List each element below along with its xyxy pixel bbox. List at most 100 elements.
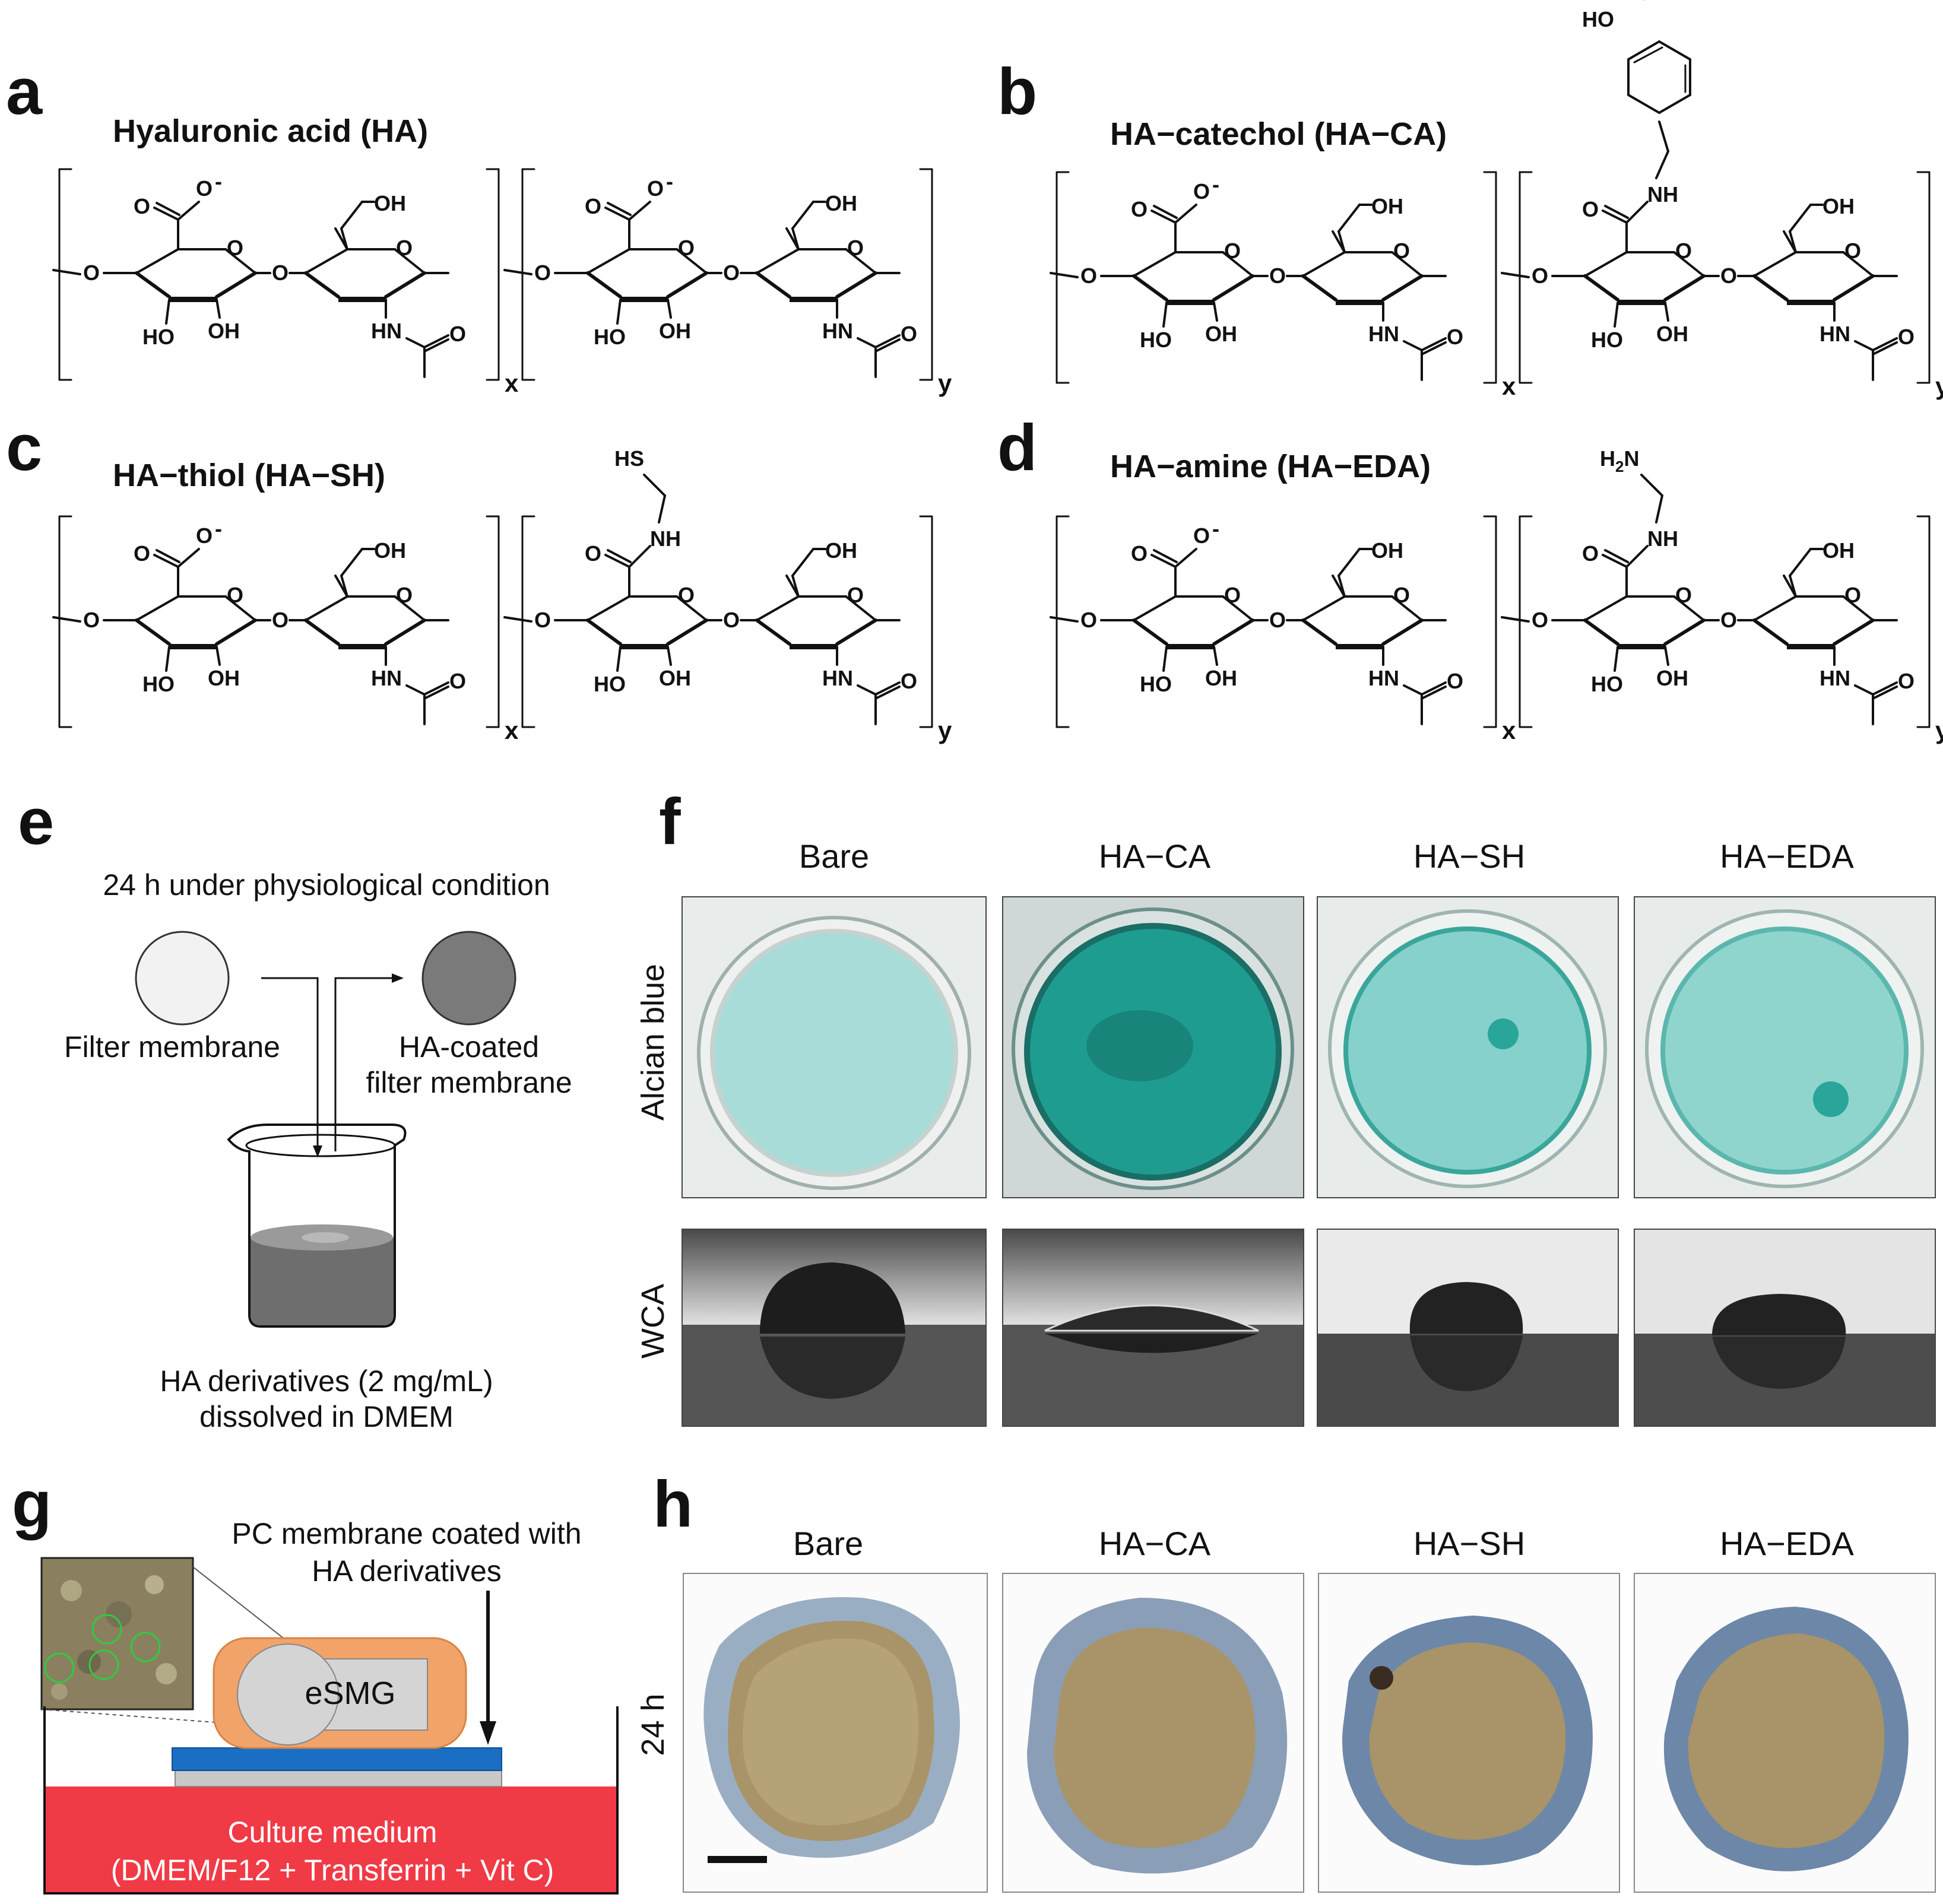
f-col-ha-sh: HA−SH	[1413, 837, 1526, 875]
chem-label: -	[215, 516, 222, 541]
chem-label: O	[901, 669, 917, 693]
title-ha-ca: HA−catechol (HA−CA)	[1110, 116, 1447, 152]
chem-label: O	[1393, 583, 1410, 607]
chem-label: HO	[142, 672, 175, 696]
chem-label: HN	[1368, 322, 1399, 346]
chem-label: HO	[1140, 672, 1172, 696]
chem-label: O	[196, 176, 213, 201]
e-bottom-label-2: dissolved in DMEM	[199, 1400, 454, 1433]
chem-label: -	[215, 169, 222, 193]
h-col-ha-ca: HA−CA	[1098, 1525, 1211, 1562]
g-pc-label-1: PC membrane coated with	[232, 1517, 582, 1550]
chem-label: O	[1532, 608, 1548, 632]
subscript-y: y	[938, 716, 952, 744]
culture-dish	[43, 1706, 619, 1895]
chem-label: O	[1447, 669, 1463, 693]
culture-medium	[46, 1786, 616, 1892]
chem-label: OH	[208, 666, 240, 690]
f-col-bare: Bare	[798, 837, 870, 875]
pc-membrane	[172, 1747, 502, 1771]
chem-label: OH	[1371, 194, 1403, 218]
chem-label: O	[272, 261, 289, 285]
panel-letter-g: g	[12, 1468, 52, 1541]
chem-label: O	[1532, 264, 1548, 288]
chem-label: HO	[594, 325, 626, 349]
chem-label: O	[1675, 583, 1692, 607]
chem-label: O	[585, 541, 601, 566]
chem-label: O	[678, 236, 695, 260]
chem-label: HO	[594, 672, 626, 696]
chem-label: O	[1224, 239, 1241, 263]
chem-label: OH	[1205, 666, 1237, 690]
g-diagram	[40, 1557, 619, 1895]
f-col-ha-eda: HA−EDA	[1720, 837, 1854, 875]
chem-label: O	[134, 194, 150, 218]
arrow-down-head	[313, 1145, 322, 1157]
chem-label: O	[1720, 608, 1737, 632]
chem-label: OH	[1371, 538, 1403, 563]
chem-label: NH	[1647, 182, 1678, 207]
chem-label: O	[678, 583, 695, 607]
chem-label: O	[83, 261, 100, 285]
chem-label: O	[449, 669, 466, 693]
chem-label: O	[134, 541, 150, 566]
chem-label: OH	[825, 191, 857, 215]
panel-letter-d: d	[997, 411, 1038, 484]
chem-label: HO	[1582, 7, 1614, 31]
g-medium-label-2: (DMEM/F12 + Transferrin + Vit C)	[110, 1854, 554, 1887]
h-tissue-bare	[683, 1573, 988, 1893]
chem-label: O	[83, 608, 100, 632]
beaker	[227, 1124, 407, 1328]
wca-bare	[682, 1229, 987, 1427]
e-coated-label-1: HA-coated	[398, 1030, 540, 1064]
chem-label: O	[227, 236, 243, 260]
chem-label: OH	[659, 666, 691, 690]
chem-label: O	[1224, 583, 1241, 607]
chem-label: O	[272, 608, 289, 632]
chem-label: O	[1720, 264, 1737, 288]
subscript-x: x	[505, 716, 519, 744]
chem-label: OH	[1656, 322, 1688, 346]
chem-label: O	[1447, 325, 1463, 349]
chem-label: O	[1269, 608, 1286, 632]
title-ha-eda: HA−amine (HA−EDA)	[1110, 449, 1431, 484]
title-ha: Hyaluronic acid (HA)	[113, 113, 429, 149]
chem-label: HS	[614, 446, 644, 471]
chem-label: OH	[1822, 194, 1855, 218]
chem-label: O	[1898, 669, 1915, 693]
e-bottom-label-1: HA derivatives (2 mg/mL)	[160, 1364, 493, 1398]
alcian-well-bare	[682, 896, 987, 1198]
chem-label: OH	[1635, 0, 1668, 5]
wca-ha-ca	[1002, 1229, 1304, 1427]
f-col-ha-ca: HA−CA	[1098, 837, 1211, 875]
chem-label: NH	[1647, 526, 1678, 551]
chem-label: O	[1131, 197, 1148, 221]
h-col-bare: Bare	[793, 1525, 864, 1562]
panel-letter-a: a	[6, 55, 43, 128]
chem-label: O	[1080, 264, 1097, 288]
e-diagram	[135, 931, 516, 1328]
chem-label: O	[534, 261, 551, 285]
title-ha-sh: HA−thiol (HA−SH)	[113, 458, 385, 493]
chem-label: HN	[371, 666, 402, 690]
wca-ha-eda	[1634, 1229, 1936, 1427]
chem-label: O	[1080, 608, 1097, 632]
subscript-x: x	[1502, 372, 1516, 400]
arrow-down	[261, 977, 319, 1151]
panel-letter-f: f	[659, 785, 681, 858]
h-row-24h: 24 h	[635, 1693, 671, 1756]
panel-letter-e: e	[18, 785, 55, 858]
e-top-text: 24 h under physiological condition	[103, 868, 550, 902]
chem-label: O	[449, 322, 466, 346]
support-layer-gray	[175, 1768, 502, 1787]
chem-label: O	[1131, 541, 1148, 566]
alcian-well-ha-sh	[1317, 896, 1619, 1198]
chem-label: O	[723, 261, 740, 285]
chem-label: OH	[374, 191, 406, 215]
chem-label: OH	[374, 538, 406, 563]
chem-label: -	[1212, 516, 1219, 541]
wca-ha-sh	[1317, 1229, 1619, 1427]
chem-label: O	[1898, 325, 1915, 349]
chem-label: O	[227, 583, 243, 607]
